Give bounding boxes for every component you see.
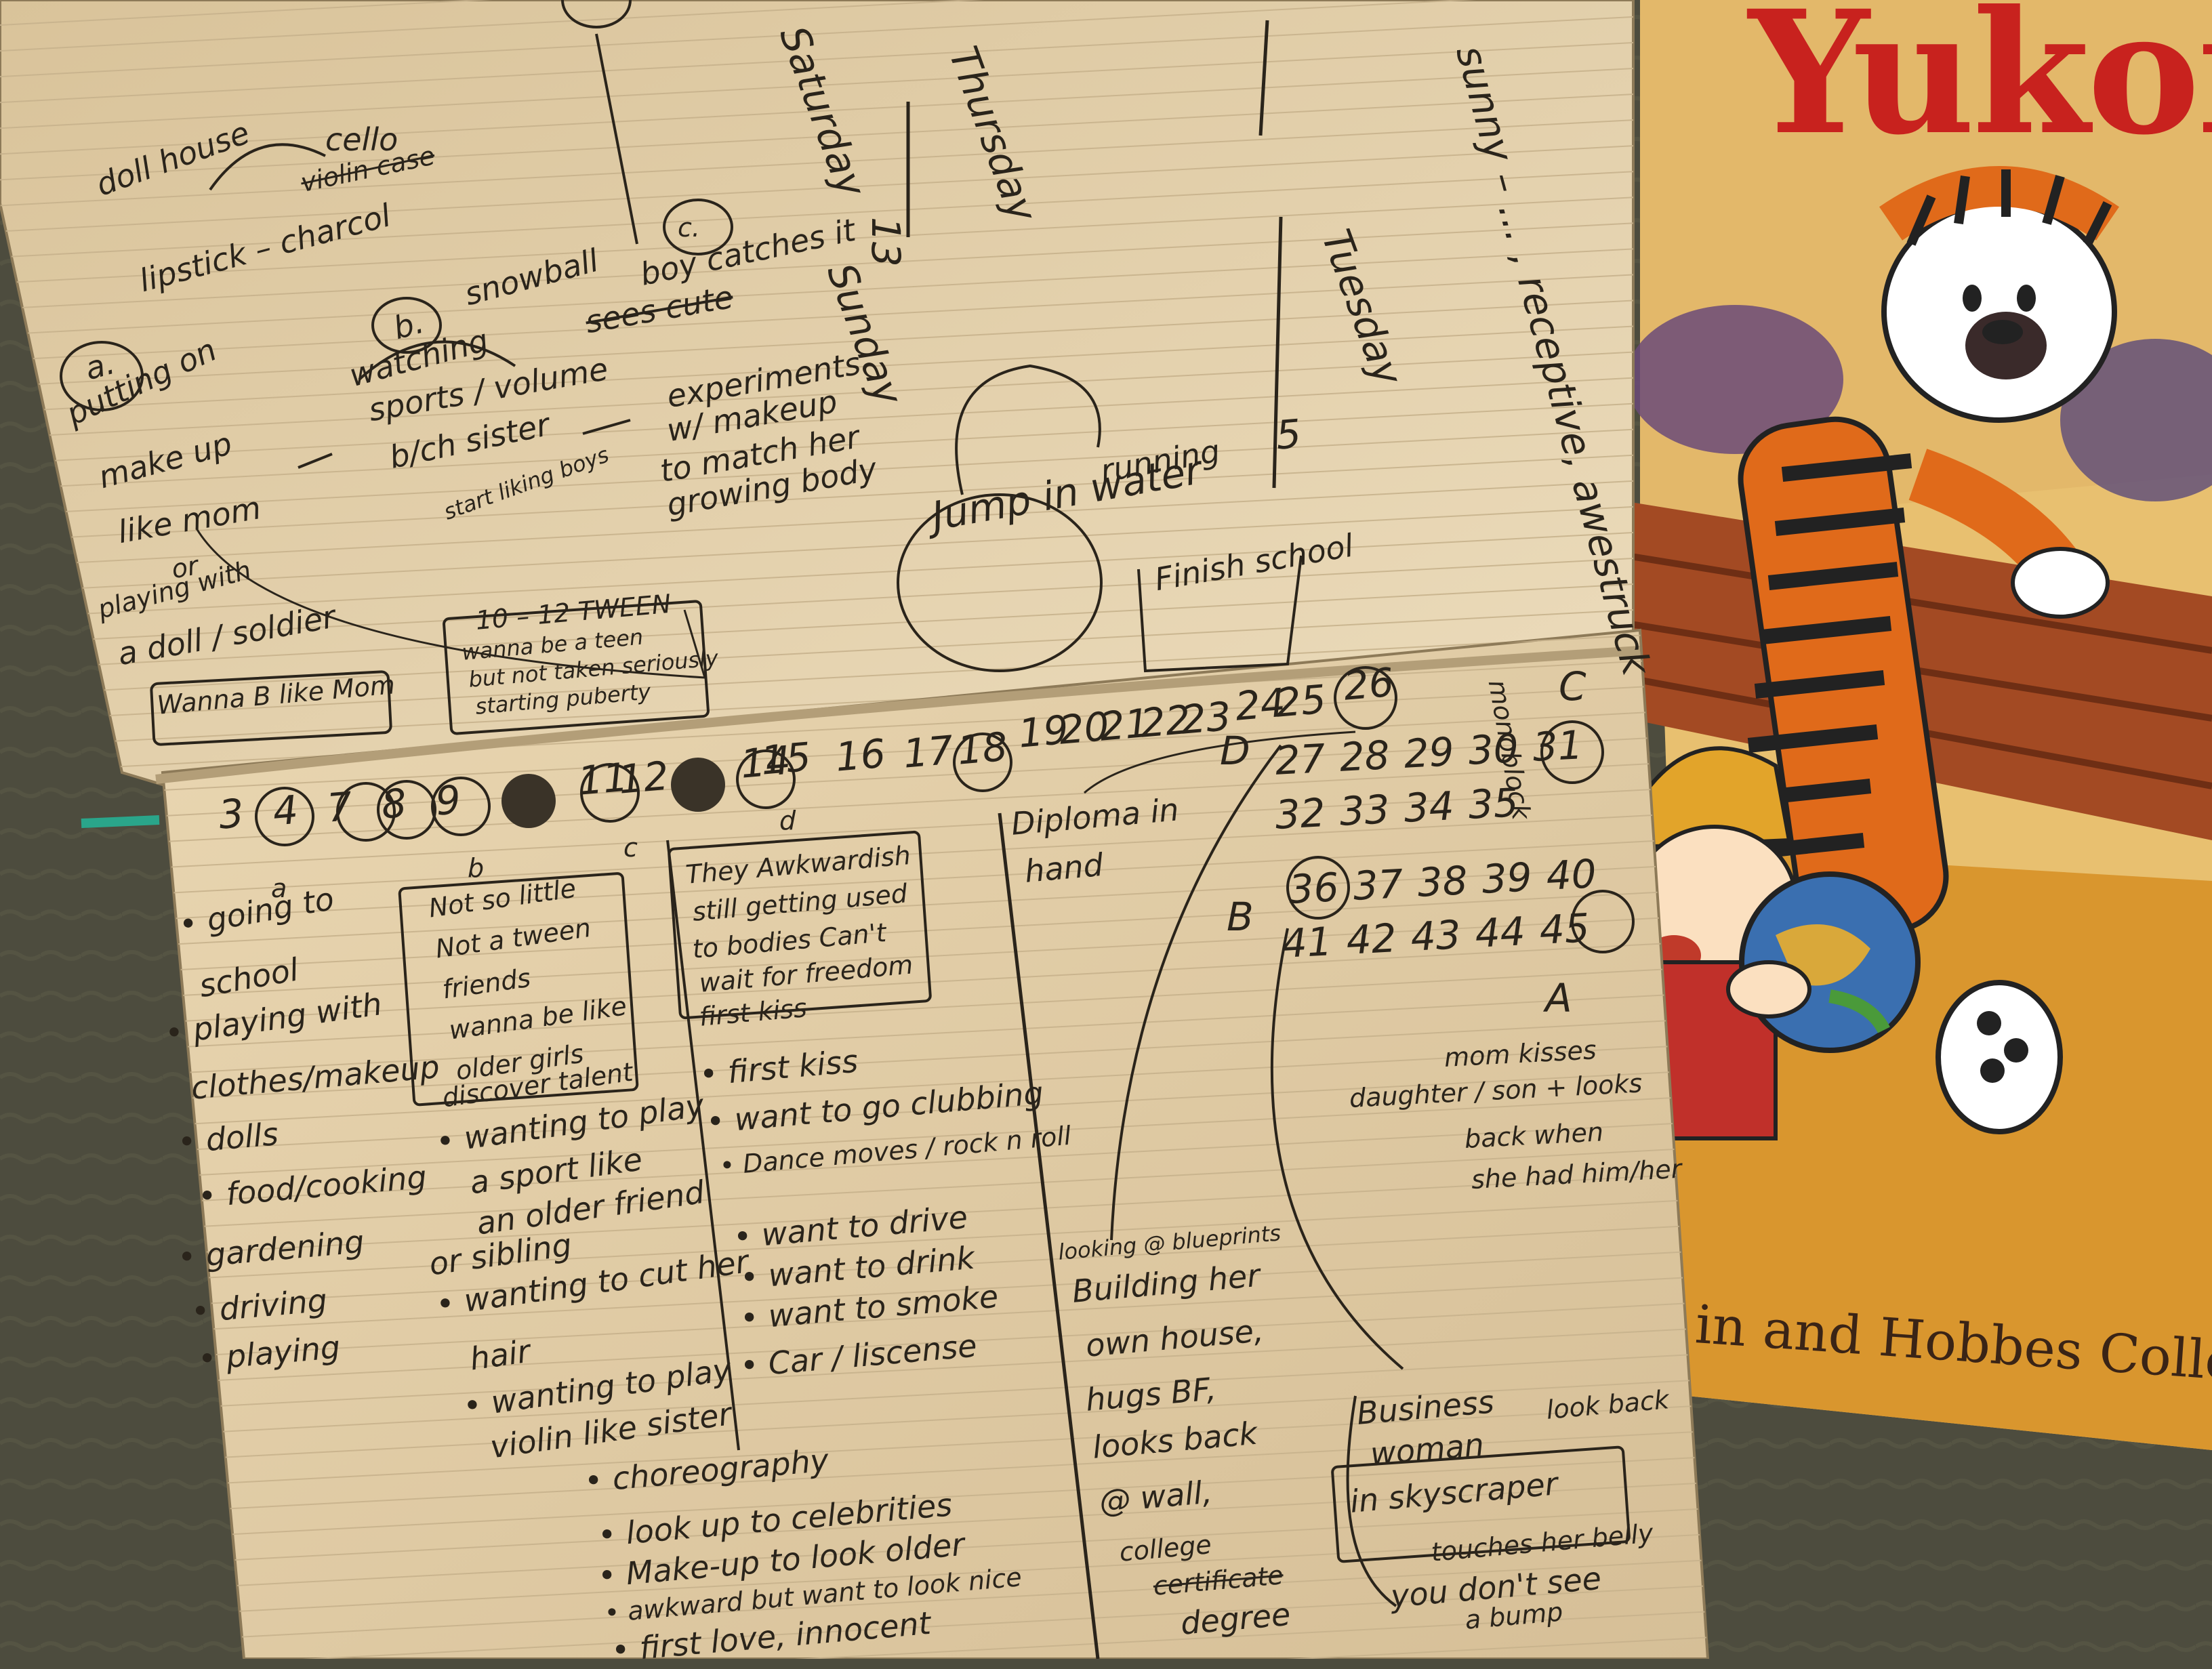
note-notebook-grid_rows-0-1: 28 bbox=[1338, 732, 1391, 781]
note-notebook-bottom_page-45-text: hand bbox=[1023, 846, 1105, 890]
note-notebook-number_line-10: 17 bbox=[901, 726, 956, 777]
note-notebook-grid_rows-2-0: 36 bbox=[1287, 864, 1340, 913]
note-notebook-bottom_page-26-text: d bbox=[779, 806, 796, 836]
note-notebook-letters-a: A bbox=[1545, 975, 1572, 1021]
note-notebook-bottom_page-10-text: b bbox=[468, 853, 485, 883]
tiger-character bbox=[1734, 166, 2119, 1134]
note-notebook-number_line-11: 18 bbox=[955, 723, 1010, 774]
note-notebook-top_page-37-text: 5 bbox=[1273, 410, 1303, 459]
note-notebook-grid_rows-2-2: 38 bbox=[1416, 857, 1469, 906]
note-notebook-grid_rows-1-1: 33 bbox=[1338, 786, 1391, 835]
note-notebook-grid_rows-3-2: 43 bbox=[1409, 911, 1462, 960]
note-notebook-grid_rows-2-3: 39 bbox=[1480, 854, 1534, 903]
note-notebook-grid_rows-0-0: 27 bbox=[1273, 735, 1327, 784]
note-notebook-number_line-18: 25 bbox=[1273, 676, 1328, 726]
note-notebook-number_line-9: 16 bbox=[833, 730, 888, 781]
note-notebook-grid_rows-3-0: 41 bbox=[1280, 918, 1334, 967]
note-notebook-number_line-8: 15 bbox=[758, 733, 813, 784]
note-notebook-top_page-22-text: c. bbox=[678, 213, 700, 243]
note-notebook-grid_rows-3-1: 42 bbox=[1345, 915, 1398, 964]
note-notebook-number_line-19: 26 bbox=[1341, 659, 1396, 709]
note-notebook-grid_rows-1-2: 34 bbox=[1402, 783, 1456, 831]
note-notebook-grid_rows-2-4: 40 bbox=[1544, 850, 1598, 899]
note-notebook-grid_rows-1-0: 32 bbox=[1273, 789, 1327, 838]
note-notebook-letters-d: D bbox=[1220, 728, 1250, 774]
note-notebook-bottom_page-25-text: c bbox=[623, 833, 638, 863]
note-notebook-grid_rows-0-4: 31 bbox=[1531, 722, 1584, 770]
note-notebook-number_line-0: 3 bbox=[216, 789, 246, 838]
note-notebook-top_page-36-text: 13 bbox=[863, 217, 909, 267]
note-notebook-letters-c: C bbox=[1559, 663, 1586, 709]
note-notebook-number_line-6: 12 bbox=[616, 752, 671, 803]
note-notebook-number_line-2: 7 bbox=[325, 783, 354, 831]
note-notebook-top_page-1-text: cello bbox=[325, 121, 398, 158]
note-notebook-number_line-4: 9 bbox=[433, 776, 463, 825]
note-notebook-bottom_page-0-text: a bbox=[271, 873, 287, 903]
note-notebook-grid_rows-2-1: 37 bbox=[1351, 861, 1405, 909]
note-notebook-number_line-1: 4 bbox=[270, 786, 300, 835]
note-notebook-grid_rows-3-3: 44 bbox=[1473, 908, 1527, 957]
book-title: Yukon bbox=[1748, 0, 2212, 172]
note-notebook-grid_rows-3-4: 45 bbox=[1538, 905, 1591, 953]
note-notebook-letters-b: B bbox=[1227, 894, 1254, 940]
note-notebook-number_line-3: 8 bbox=[379, 779, 409, 828]
note-notebook-grid_rows-0-2: 29 bbox=[1402, 728, 1456, 777]
